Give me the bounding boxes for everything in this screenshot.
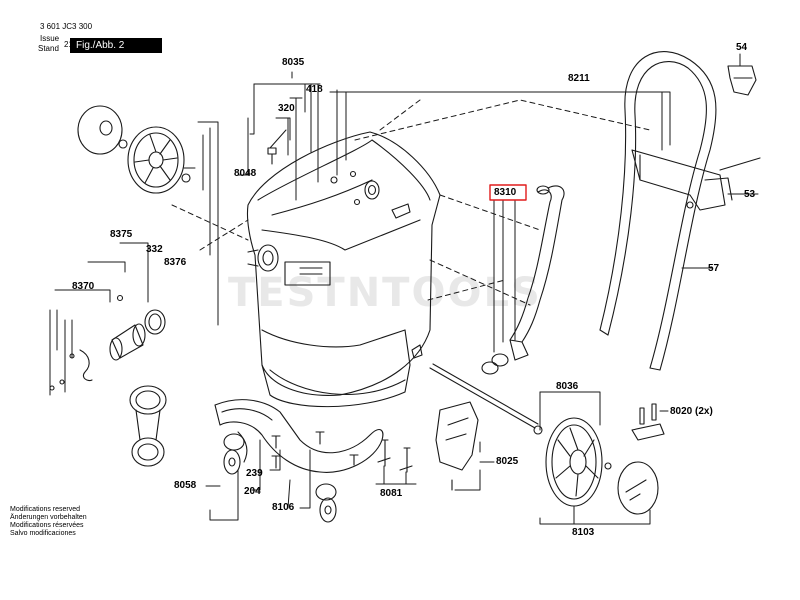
label-8048: 8048 xyxy=(234,168,257,179)
bolts-8020 xyxy=(631,403,665,441)
label-53: 53 xyxy=(744,189,756,200)
hose-assembly xyxy=(481,185,565,375)
screw-top xyxy=(267,147,277,165)
label-204: 204 xyxy=(244,486,261,497)
label-8211: 8211 xyxy=(568,73,590,84)
label-8025: 8025 xyxy=(496,456,519,467)
label-332: 332 xyxy=(146,244,163,255)
label-8106: 8106 xyxy=(272,502,295,513)
label-8020: 8020 (2x) xyxy=(670,406,713,417)
label-8058: 8058 xyxy=(174,480,197,491)
label-57: 57 xyxy=(708,263,720,274)
label-8103: 8103 xyxy=(572,527,595,538)
label-239: 239 xyxy=(246,468,263,479)
container-tub xyxy=(246,131,441,408)
hose-adapter-parts xyxy=(49,294,166,391)
note-fr: Modifications réservées xyxy=(10,522,84,529)
wheel-top-left xyxy=(77,105,191,194)
footer-notes: Modifications reserved Änderungen vorbeh… xyxy=(10,506,87,538)
issue-label-de: Stand xyxy=(38,44,59,53)
label-8081: 8081 xyxy=(380,488,403,499)
handle xyxy=(599,51,717,371)
label-8310: 8310 xyxy=(494,187,517,198)
watermark: TESTNTOOLS xyxy=(228,270,542,316)
note-de: Änderungen vorbehalten xyxy=(10,514,87,521)
clip-54 xyxy=(727,65,757,96)
label-8376: 8376 xyxy=(164,257,187,268)
figure-label: Fig./Abb. 2 xyxy=(70,38,162,53)
issue-label-en: Issue xyxy=(40,34,60,43)
highlight-box-8310 xyxy=(489,184,527,201)
label-320: 320 xyxy=(278,103,295,114)
screws-8081 xyxy=(377,439,413,473)
label-54: 54 xyxy=(736,42,748,53)
label-8375: 8375 xyxy=(110,229,133,240)
note-en: Modifications reserved xyxy=(10,506,81,513)
nozzle-adapter xyxy=(129,385,167,467)
label-418: 418 xyxy=(306,84,323,95)
doc-number: 3 601 JC3 300 xyxy=(40,22,93,31)
label-8370: 8370 xyxy=(72,281,95,292)
label-8036: 8036 xyxy=(556,381,579,392)
handle-bracket xyxy=(631,149,761,211)
label-8035: 8035 xyxy=(282,57,305,68)
note-es: Salvo modificaciones xyxy=(10,530,76,537)
holder-8025 xyxy=(435,401,479,491)
